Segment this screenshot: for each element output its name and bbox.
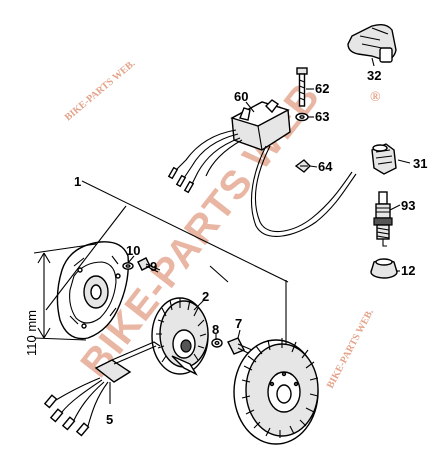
sealing-ring-part[interactable] xyxy=(370,258,398,279)
callout-60[interactable]: 60 xyxy=(234,89,248,104)
callout-32[interactable]: 32 xyxy=(367,68,381,83)
callout-9[interactable]: 9 xyxy=(150,259,157,274)
cable-clip-part[interactable] xyxy=(294,159,311,173)
dimension-110mm: 110 mm xyxy=(24,243,97,356)
stator-base-plate-part[interactable] xyxy=(56,241,130,340)
callout-62[interactable]: 62 xyxy=(315,81,329,96)
callout-64[interactable]: 64 xyxy=(318,159,333,174)
washer-10-part[interactable] xyxy=(122,262,134,270)
flywheel-rotor-part[interactable] xyxy=(233,338,319,445)
stator-part[interactable] xyxy=(151,297,209,376)
callout-10[interactable]: 10 xyxy=(126,243,140,258)
watermark-registered: ® xyxy=(370,90,381,105)
washer-63-part[interactable] xyxy=(295,112,309,122)
callout-31[interactable]: 31 xyxy=(413,156,427,171)
screw-9-part[interactable] xyxy=(137,257,161,273)
dimension-label: 110 mm xyxy=(24,310,39,356)
watermark-small-bottom: BIKE-PARTS WEB. xyxy=(325,307,376,390)
pickup-wiring-part[interactable] xyxy=(43,341,161,437)
watermark-small-top: BIKE-PARTS WEB. xyxy=(63,58,138,123)
callout-8[interactable]: 8 xyxy=(212,322,219,337)
bolt-62-part[interactable] xyxy=(296,67,308,107)
callout-labels: 1 2 5 7 8 9 10 12 31 32 60 62 63 64 93 xyxy=(74,68,427,427)
callout-1[interactable]: 1 xyxy=(74,174,81,189)
callout-63[interactable]: 63 xyxy=(315,109,329,124)
leader-lines xyxy=(45,57,411,404)
callout-93[interactable]: 93 xyxy=(401,198,415,213)
ignition-coil-part[interactable] xyxy=(167,99,357,237)
spark-plug-part[interactable] xyxy=(373,191,393,247)
callout-7[interactable]: 7 xyxy=(235,316,242,331)
bolt-7-part[interactable] xyxy=(227,337,253,355)
plug-connector-part[interactable] xyxy=(371,143,397,175)
callout-5[interactable]: 5 xyxy=(106,412,113,427)
callout-12[interactable]: 12 xyxy=(401,263,415,278)
washer-8-part[interactable] xyxy=(211,338,223,348)
spark-plug-cap-part[interactable] xyxy=(347,23,397,63)
callout-2[interactable]: 2 xyxy=(202,289,209,304)
